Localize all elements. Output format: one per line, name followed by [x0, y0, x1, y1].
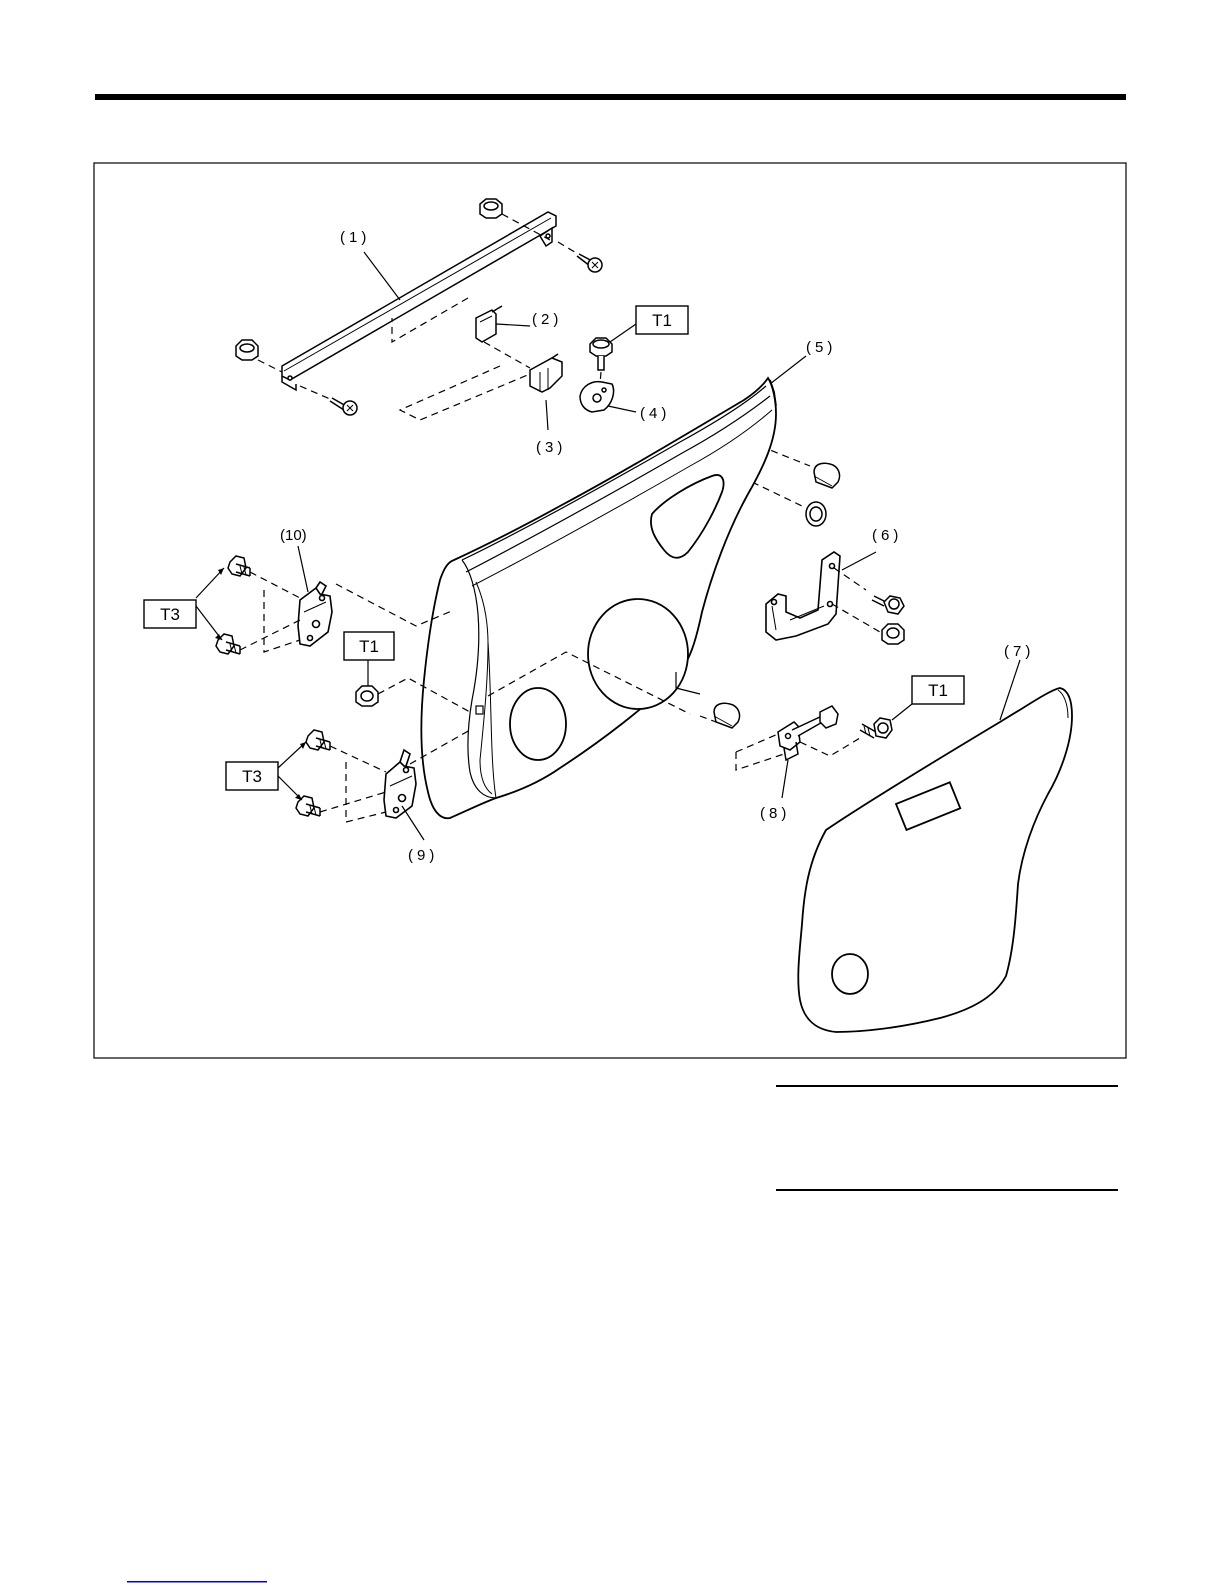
bracket-part-6 — [766, 552, 840, 640]
bolt-t1-top — [590, 338, 612, 370]
footer-link-underline[interactable] — [127, 1581, 267, 1583]
panel-grommet — [806, 502, 826, 526]
nut-t1-mid — [356, 686, 378, 706]
hinge-part-10 — [298, 582, 332, 646]
top-screw — [577, 254, 602, 272]
left-nut — [236, 340, 258, 360]
torque-tag-t1-top: T1 — [636, 306, 688, 334]
hinge-bolt-lower-1 — [306, 730, 330, 750]
bracket-bolt — [872, 596, 904, 614]
callout-9: (9) — [408, 847, 438, 864]
left-screw — [330, 398, 357, 415]
callout-6: (6) — [872, 527, 902, 544]
door-checker-part-8 — [778, 706, 838, 760]
hinge-bolt-upper-1 — [228, 556, 250, 576]
torque-tag-t1-right: T1 — [912, 676, 964, 704]
door-panel-part-5 — [421, 378, 776, 818]
hinge-part-9 — [384, 750, 416, 818]
trim-panel-part-7 — [798, 688, 1072, 1032]
torque-tag-t3-lower: T3 — [226, 762, 278, 790]
callout-10: (10) — [280, 527, 307, 544]
torque-tag-t1-top-label: T1 — [652, 311, 672, 330]
torque-tag-t1-right-label: T1 — [928, 681, 948, 700]
holder-part-3 — [530, 354, 562, 392]
callout-8: (8) — [760, 805, 790, 822]
callout-5: (5) — [806, 339, 836, 356]
callout-3: (3) — [536, 439, 566, 456]
torque-tag-t1-mid: T1 — [344, 632, 394, 660]
callout-1: (1) — [340, 229, 370, 246]
top-nut — [480, 199, 502, 218]
torque-tag-t1-mid-label: T1 — [359, 637, 379, 656]
torque-table-bottom-rule — [776, 1189, 1118, 1191]
nut-plate-part-4 — [580, 382, 614, 412]
callout-4: (4) — [640, 405, 670, 422]
torque-tag-t3-upper: T3 — [144, 600, 196, 628]
panel-plug-upper — [814, 463, 840, 488]
header-rule — [95, 94, 1126, 100]
panel-plug-lower — [714, 703, 740, 728]
bracket-nut — [882, 624, 904, 644]
callout-7: (7) — [1004, 643, 1034, 660]
torque-table-top-rule — [776, 1085, 1118, 1087]
checker-bolt-t1 — [860, 718, 892, 738]
torque-tag-t3-lower-label: T3 — [242, 767, 262, 786]
torque-tag-t3-upper-label: T3 — [160, 605, 180, 624]
window-rail — [282, 212, 556, 390]
callout-2: (2) — [532, 311, 562, 328]
